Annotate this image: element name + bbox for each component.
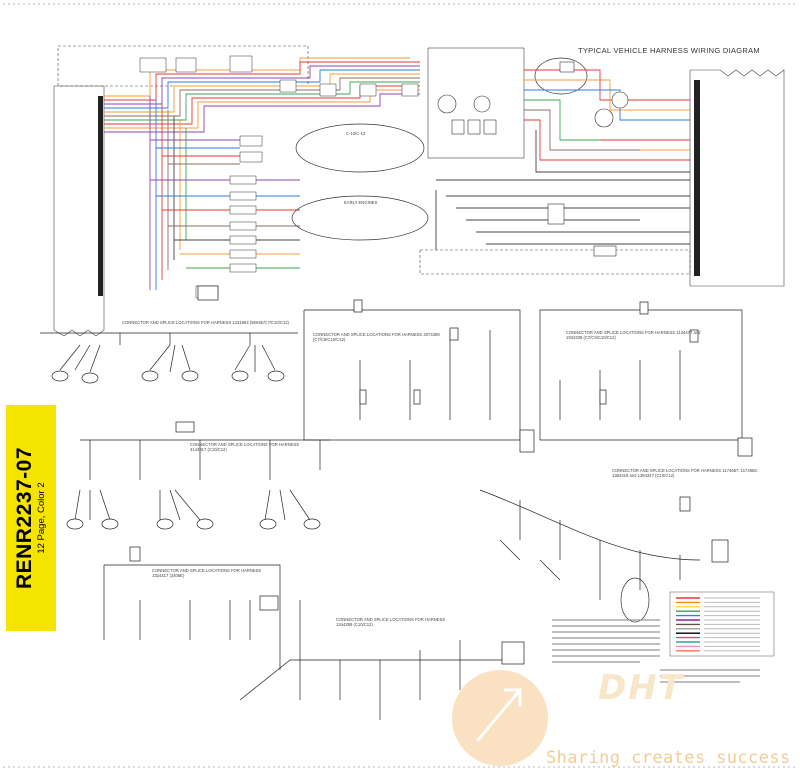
harness-layout-mid-right <box>479 489 701 600</box>
lower-connector-bodies <box>51 285 753 665</box>
right-components <box>437 61 629 257</box>
center-connectors <box>139 55 419 299</box>
diagram-title: TYPICAL VEHICLE HARNESS WIRING DIAGRAM <box>578 46 760 55</box>
sheet-frame <box>3 3 797 768</box>
watermark-logo <box>452 670 548 766</box>
harness-section-label: CONNECTOR AND SPLICE LOCATIONS FOR HARNE… <box>122 320 289 325</box>
harness-section-label: CONNECTOR AND SPLICE LOCATIONS FOR HARNE… <box>566 330 701 340</box>
legend-swatches <box>676 597 760 652</box>
document-code: RENR2237-07 <box>13 446 36 590</box>
ecm-connector-block-right <box>689 69 785 287</box>
harness-layout-bottom-left <box>103 564 281 670</box>
wire-bundle-upper-left <box>104 57 420 133</box>
harness-layout-mid-left <box>74 439 330 521</box>
harness-section-label: CONNECTOR AND SPLICE LOCATIONS FOR HARNE… <box>612 468 758 478</box>
harness-section-label: CONNECTOR AND SPLICE LOCATIONS FOR HARNE… <box>190 442 300 452</box>
document-subtitle: 12 Page, Color 2 <box>36 482 47 554</box>
wire-trunk-left-center <box>149 96 300 290</box>
callout-ellipses <box>291 57 650 623</box>
callout-label: C-10/C-12 <box>346 131 366 136</box>
watermark-brand: DHT <box>598 668 684 708</box>
watermark-tagline: Sharing creates success <box>546 748 791 768</box>
harness-section-label: CONNECTOR AND SPLICE LOCATIONS FOR HARNE… <box>336 617 446 627</box>
harness-layout-top-mid <box>303 309 521 441</box>
harness-layout-top-left <box>40 332 298 373</box>
notes-text-lines <box>552 619 760 683</box>
document-id-tab: RENR2237-07 12 Page, Color 2 <box>6 405 56 631</box>
ecm-connector-block-left <box>53 85 105 337</box>
harness-section-label: CONNECTOR AND SPLICE LOCATIONS FOR HARNE… <box>152 568 262 578</box>
callout-label: EARLY ENGINES <box>344 200 378 205</box>
harness-layout-bottom-mid <box>239 600 520 720</box>
harness-section-label: CONNECTOR AND SPLICE LOCATIONS FOR HARNE… <box>313 332 440 342</box>
